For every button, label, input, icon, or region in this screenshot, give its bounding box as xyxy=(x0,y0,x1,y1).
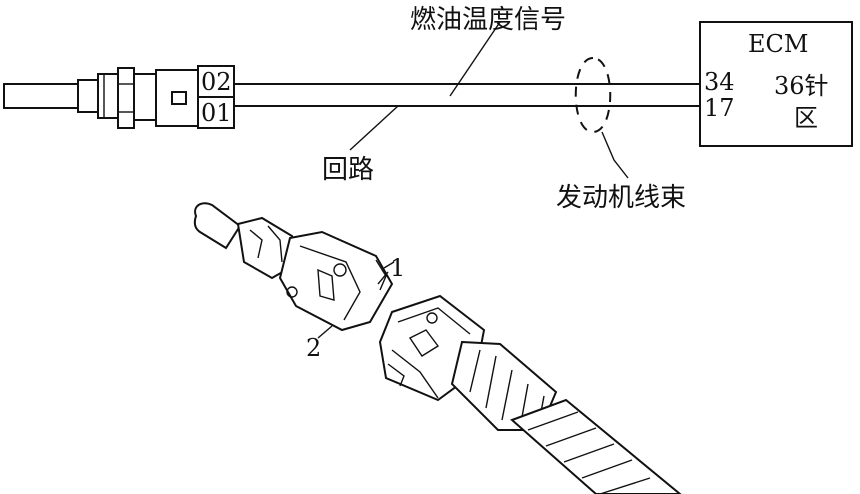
harness-connector-illustration xyxy=(378,294,682,494)
harness-label: 发动机线束 xyxy=(556,183,686,213)
sensor-pin-top-label: 02 xyxy=(201,68,232,96)
ecm-box xyxy=(699,21,853,147)
sensor-illustration xyxy=(193,202,394,332)
wires xyxy=(234,83,700,107)
part-2-label: 2 xyxy=(306,334,321,362)
harness-bundle-marker xyxy=(574,57,612,134)
ecm-pin-top-label: 34 xyxy=(704,68,735,96)
leader-lines xyxy=(349,21,629,179)
signal-wire-label: 燃油温度信号 xyxy=(410,5,566,35)
part-1-label: 1 xyxy=(390,254,405,282)
sensor-schematic xyxy=(3,65,235,129)
ecm-zone-line1: 36针 xyxy=(774,72,829,100)
ecm-zone-line2: 区 xyxy=(794,104,818,132)
ecm-pin-bottom-label: 17 xyxy=(704,94,735,122)
part-2-leader xyxy=(317,325,333,339)
return-wire-label: 回路 xyxy=(322,155,374,185)
part-1-leader xyxy=(383,261,395,269)
sensor-pin-bottom-label: 01 xyxy=(201,99,232,127)
ecm-title: ECM xyxy=(748,30,808,58)
